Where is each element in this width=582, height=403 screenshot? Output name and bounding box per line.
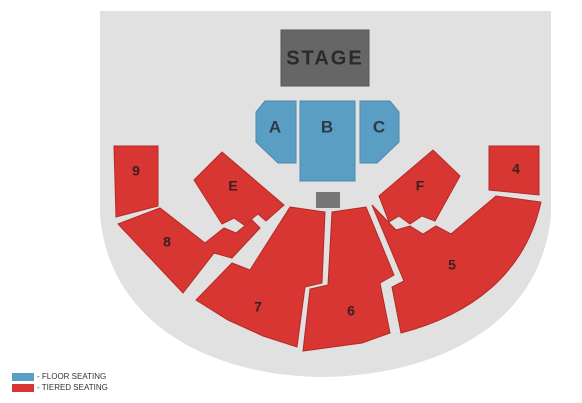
stage: [280, 29, 370, 87]
legend-tiered: - TIERED SEATING: [12, 382, 108, 393]
tiered-section-5[interactable]: [371, 195, 542, 334]
legend-floor: - FLOOR SEATING: [12, 371, 108, 382]
legend-tiered-label: - TIERED SEATING: [37, 383, 108, 392]
floor-swatch: [12, 372, 34, 381]
floor-section-b-label: B: [321, 117, 333, 136]
tiered-section-5-label: 5: [448, 257, 456, 273]
legend-floor-label: - FLOOR SEATING: [37, 372, 107, 381]
tiered-section-7[interactable]: [195, 206, 326, 348]
floor-section-b[interactable]: [299, 100, 356, 182]
tiered-section-8-label: 8: [163, 234, 171, 250]
tiered-section-9[interactable]: [113, 145, 159, 218]
mixing-desk: [316, 192, 340, 208]
tiered-section-4[interactable]: [488, 145, 540, 196]
tiered-section-6-label: 6: [347, 303, 355, 319]
floor-section-c[interactable]: [359, 100, 400, 164]
tiered-section-6[interactable]: [302, 206, 395, 352]
tiered-section-e-label: E: [228, 178, 237, 194]
tiered-section-e[interactable]: [193, 151, 285, 226]
tiered-section-9-label: 9: [132, 163, 140, 179]
floor-section-a[interactable]: [255, 100, 297, 164]
tiered-section-f-label: F: [416, 178, 425, 194]
floor-section-a-label: A: [269, 117, 281, 136]
tiered-section-f[interactable]: [378, 149, 461, 225]
tiered-section-7-label: 7: [254, 299, 262, 315]
tiered-swatch: [12, 383, 34, 392]
legend: - FLOOR SEATING - TIERED SEATING: [12, 371, 108, 393]
tiered-section-4-label: 4: [512, 161, 520, 177]
floor-section-c-label: C: [373, 117, 385, 136]
stage-label: STAGE: [286, 47, 363, 69]
tiered-section-8[interactable]: [117, 207, 261, 294]
